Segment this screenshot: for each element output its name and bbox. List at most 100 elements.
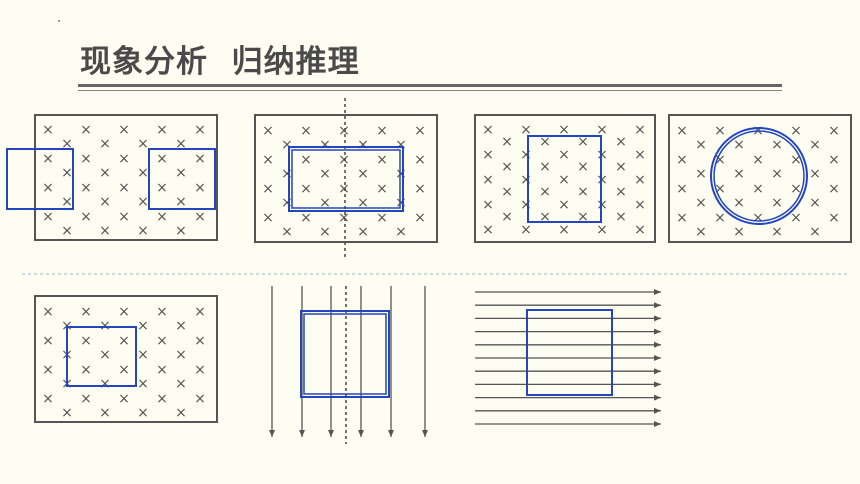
field-x-mark: × [118, 209, 130, 225]
field-x-marks: ×××××××××××××××××××××××××××××××××××× [42, 122, 206, 239]
field-x-mark: × [80, 304, 92, 320]
field-x-mark: × [319, 166, 331, 182]
field-x-mark: × [676, 123, 688, 139]
conducting-loop-outer [300, 310, 390, 398]
field-x-mark: × [42, 151, 54, 167]
field-x-mark: × [695, 137, 707, 153]
conducting-loop [526, 309, 613, 396]
field-x-mark: × [338, 123, 350, 139]
field-x-mark: × [319, 137, 331, 153]
field-x-mark: × [156, 333, 168, 349]
field-x-mark: × [319, 224, 331, 240]
field-x-mark: × [156, 122, 168, 138]
field-x-mark: × [175, 223, 187, 239]
field-x-mark: × [137, 318, 149, 334]
field-x-mark: × [80, 391, 92, 407]
field-x-mark: × [634, 147, 646, 163]
field-x-mark: × [262, 181, 274, 197]
field-x-mark: × [395, 137, 407, 153]
field-x-mark: × [281, 137, 293, 153]
field-x-mark: × [634, 197, 646, 213]
field-x-mark: × [695, 224, 707, 240]
field-x-mark: × [596, 122, 608, 138]
field-x-mark: × [634, 122, 646, 138]
field-x-mark: × [357, 224, 369, 240]
field-x-mark: × [714, 210, 726, 226]
field-x-mark: × [395, 195, 407, 211]
field-x-mark: × [482, 122, 494, 138]
field-x-mark: × [281, 166, 293, 182]
field-x-mark: × [790, 123, 802, 139]
field-x-mark: × [558, 147, 570, 163]
field-x-mark: × [790, 210, 802, 226]
conducting-loop-inner [291, 149, 401, 209]
field-x-mark: × [771, 166, 783, 182]
field-x-mark: × [118, 304, 130, 320]
field-x-mark: × [501, 159, 513, 175]
field-x-mark: × [137, 405, 149, 421]
field-x-mark: × [539, 184, 551, 200]
field-x-mark: × [771, 195, 783, 211]
downward-field-lines [269, 286, 428, 437]
circular-loop-outer [710, 127, 808, 225]
field-x-mark: × [42, 362, 54, 378]
field-x-mark: × [414, 152, 426, 168]
field-x-mark: × [42, 304, 54, 320]
diagram-two-loops-partially-in-field: ×××××××××××××××××××××××××××××××××××× [6, 114, 218, 241]
field-x-mark: × [482, 172, 494, 188]
field-x-mark: × [300, 181, 312, 197]
field-x-mark: × [99, 136, 111, 152]
circular-loop-inner [713, 130, 805, 222]
field-x-mark: × [615, 159, 627, 175]
field-x-mark: × [300, 152, 312, 168]
field-x-mark: × [520, 172, 532, 188]
field-x-mark: × [281, 195, 293, 211]
field-x-mark: × [137, 136, 149, 152]
field-x-marks: ××××××××××××××××××××××××××××××××××××××××… [482, 122, 646, 238]
field-x-mark: × [520, 147, 532, 163]
field-x-mark: × [714, 181, 726, 197]
field-x-mark: × [414, 210, 426, 226]
field-x-mark: × [80, 362, 92, 378]
field-x-mark: × [501, 134, 513, 150]
field-x-mark: × [61, 223, 73, 239]
field-x-mark: × [577, 159, 589, 175]
field-x-mark: × [175, 376, 187, 392]
right-conducting-loop [148, 148, 216, 210]
field-x-mark: × [357, 137, 369, 153]
field-x-mark: × [194, 122, 206, 138]
field-x-mark: × [395, 166, 407, 182]
field-x-mark: × [262, 152, 274, 168]
field-x-mark: × [80, 180, 92, 196]
diagram-loop-with-axis-in-field: ×××××××××××××××××××××××××××××××××××× [254, 98, 438, 258]
field-x-mark: × [520, 197, 532, 213]
field-x-mark: × [61, 136, 73, 152]
field-region [34, 114, 218, 241]
field-x-mark: × [558, 122, 570, 138]
field-x-mark: × [300, 123, 312, 139]
field-x-mark: × [771, 224, 783, 240]
field-x-mark: × [733, 224, 745, 240]
field-region [474, 114, 656, 243]
diagram-loop-in-rightward-field [475, 289, 661, 427]
field-x-mark: × [42, 122, 54, 138]
conducting-loop [66, 326, 137, 387]
conducting-loop [527, 135, 602, 223]
field-x-mark: × [42, 333, 54, 349]
field-x-mark: × [137, 194, 149, 210]
field-x-mark: × [809, 224, 821, 240]
field-x-mark: × [137, 347, 149, 363]
field-x-mark: × [194, 151, 206, 167]
field-x-mark: × [156, 180, 168, 196]
field-x-mark: × [790, 181, 802, 197]
field-x-mark: × [42, 180, 54, 196]
field-x-mark: × [99, 223, 111, 239]
field-x-mark: × [357, 195, 369, 211]
field-region [668, 114, 852, 243]
diagram-circular-loop-in-field: ×××××××××××××××××××××××××××××××××××× [668, 114, 852, 243]
field-x-mark: × [194, 180, 206, 196]
field-x-mark: × [80, 122, 92, 138]
field-x-mark: × [137, 376, 149, 392]
field-x-mark: × [733, 166, 745, 182]
field-x-mark: × [194, 391, 206, 407]
